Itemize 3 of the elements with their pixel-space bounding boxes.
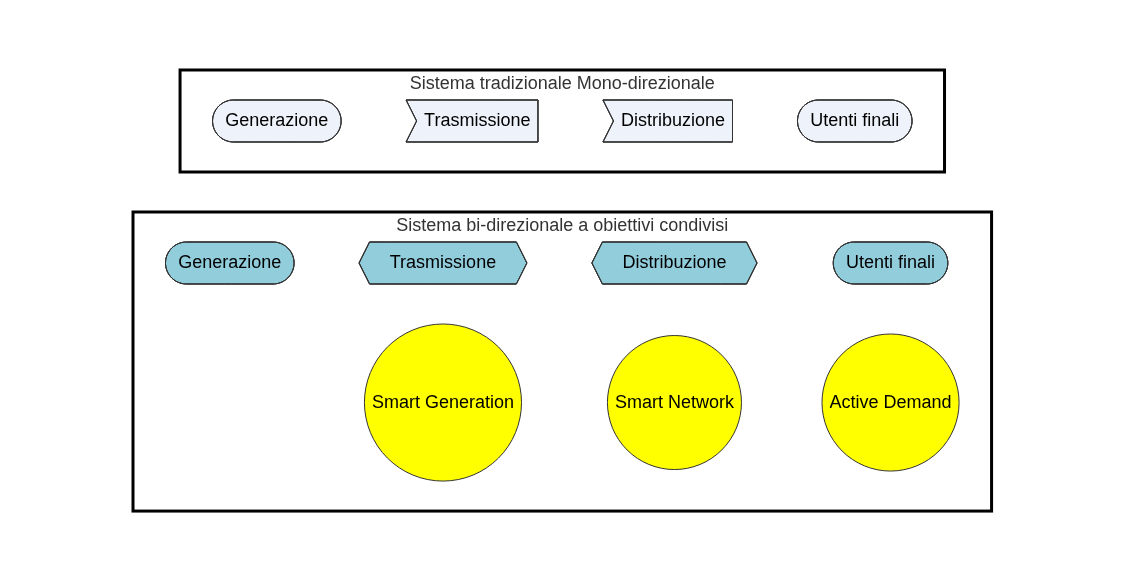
- node-circle: Smart Generation: [364, 323, 523, 482]
- node-circle: Active Demand: [821, 333, 960, 472]
- node-circle: Smart Network: [607, 335, 743, 470]
